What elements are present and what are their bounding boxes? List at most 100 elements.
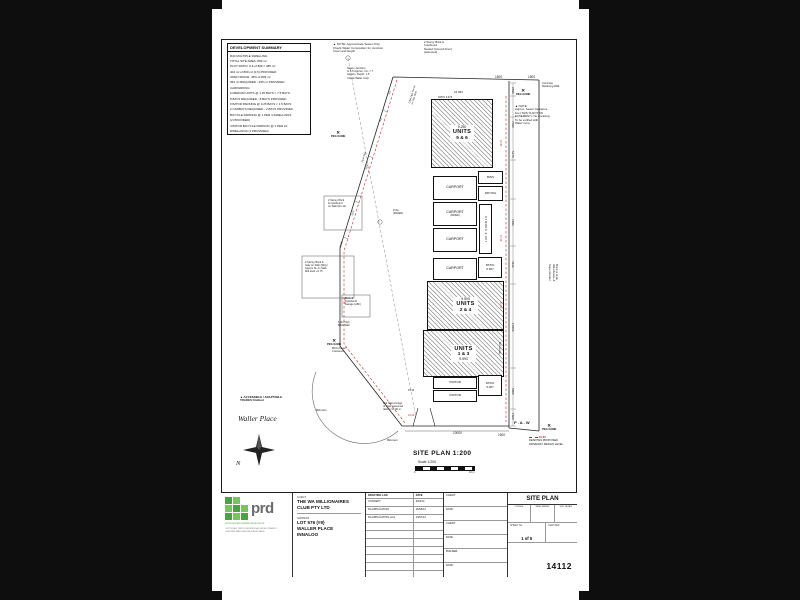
- peg-x-icon: ✕: [521, 88, 526, 93]
- annotation-text: 10000: [453, 431, 462, 435]
- address-line-1: LOT 576 (#9): [297, 520, 325, 526]
- carport-3-label: CARPORT: [446, 237, 464, 242]
- carport-2-sublabel: (PAVED): [450, 213, 460, 217]
- carport-2-label: CARPORT: [446, 209, 464, 214]
- units-5-6-name: UNITS: [452, 129, 472, 136]
- development-summary-line: R40 MULTIPLE DWELLING: [230, 53, 268, 58]
- annotation-text: Driveway: [498, 342, 502, 355]
- title-block-client-cell: CLIENT: THE WA MILLIONAIRES CLUB PTY LTD…: [293, 493, 366, 577]
- bins-label: BINS: [486, 174, 494, 179]
- carport-4: CARPORT: [433, 258, 477, 280]
- development-summary-line: 2 CARBAYS REQUIRED - 2 BAYS PROVIDED: [230, 107, 293, 112]
- address-label: ADDRESS:: [297, 517, 310, 521]
- units-1-3-name: UNITS: [454, 345, 473, 352]
- development-summary-line: TOTAL SITE AREA: 809 m²: [230, 58, 267, 63]
- units-2-4-block: 9.593 UNITS 2 & 4: [427, 281, 504, 330]
- drying-label: DRYING: [484, 190, 497, 195]
- annotation-text: ▲ NOTE: Approx. Sewer clearance line (TH…: [515, 104, 551, 126]
- annotation-text: 7260: [511, 219, 515, 226]
- carport-1: CARPORT: [433, 176, 477, 200]
- annotation-text: 1500: [528, 75, 536, 79]
- development-summary-line: 404 m² of 809 m² (0.5) PROVIDED: [230, 69, 277, 74]
- drafting-log-row: [366, 539, 443, 547]
- north-label: N: [236, 460, 241, 467]
- units-5-6-level: 9.250: [457, 124, 467, 129]
- patio-upper-box: PATIO 9.307: [478, 257, 502, 278]
- info-column: WIND RATING: [531, 505, 555, 522]
- development-summary-line: 8 BAYS REQUIRED - 8 BAYS PROVIDED: [230, 96, 287, 101]
- address-line-3: INNALOO: [297, 531, 319, 537]
- peg-gone-marker: ✕PEG GONE: [331, 130, 346, 139]
- annotation-text: 1500: [511, 413, 515, 420]
- scan-corner-mark: [212, 0, 222, 9]
- annotation-text: Sewer Junction IL 6.5 Approx. Inv: 7.7 A…: [347, 67, 374, 80]
- annotation-text: 4110: [511, 261, 515, 268]
- units-1-3-level: 9.593: [459, 356, 468, 361]
- legend-text: DENOTES PROPOSED DRIVEWAY DESIGN LEVEL: [529, 439, 564, 446]
- job-number: 14112: [546, 561, 572, 571]
- annotation-text: Ref Nail at edge of road assumed datum 1…: [383, 402, 404, 412]
- legend-sample-value: 10.00: [539, 436, 546, 439]
- development-summary-line: 364 m² REQUIRED - 455 m² PROVIDED: [230, 80, 285, 85]
- annotation-text: 2 Storey Brick & Colorbond on Slab (No.1…: [328, 199, 346, 209]
- patio-upper-label: PATIO: [485, 263, 495, 268]
- client-label: CLIENT:: [297, 496, 307, 499]
- driveway-level-legend: 10.00 DENOTES PROPOSED DRIVEWAY DESIGN L…: [529, 436, 581, 446]
- peg-gone-label: PEG GONE: [331, 135, 346, 139]
- annotation-text: P . A . W: [514, 420, 530, 425]
- development-summary-line: DWELLINGS (1 PROVIDED): [230, 128, 269, 133]
- peg-gone-label: PEG GONE: [516, 93, 531, 97]
- development-summary-line: VISITOR BICYCLE PARKING @ 1 PER 10: [230, 123, 288, 128]
- units-2-4-label: 9.593 UNITS 2 & 4: [453, 296, 478, 315]
- stores-box: STORES 9.007: [479, 204, 492, 254]
- development-summary-line: 6 MEDIUM UNITS @ 1.25 BAYS = 7.5 BAYS: [230, 91, 290, 96]
- drafting-log-row: [366, 523, 443, 531]
- units-2-4-level: 9.593: [461, 296, 470, 301]
- drafting-log-row: [366, 547, 443, 555]
- drafting-log-row: [366, 563, 443, 571]
- prd-logo-text: prd: [251, 500, 274, 517]
- signoff-row: DATE:: [444, 507, 507, 522]
- annotation-text: Brick & Colorbond Garage (A6F): [345, 297, 361, 307]
- units-5-6-label: 9.250 UNITS 5 & 6: [449, 124, 475, 143]
- annotation-text: 5170: [511, 151, 515, 158]
- annotation-text: 15.24: [408, 389, 415, 392]
- annotation-text: 10.15: [499, 235, 502, 242]
- visitor-bay-1-label: VISITOR: [449, 380, 461, 385]
- development-summary-line: (2 PROVIDED): [230, 118, 251, 123]
- development-summary-line: CARPARKING:: [230, 85, 251, 90]
- annotation-text: 10 m: [469, 471, 475, 474]
- drafting-log-row: [366, 555, 443, 563]
- development-summary-line: OPEN SPACE: 45% of 809 m²: [230, 75, 271, 80]
- map-ref-label: MAP REF:: [548, 524, 561, 527]
- title-block: prd perthresidentialdevelopments COPYRIG…: [221, 492, 577, 577]
- carport-1-label: CARPORT: [446, 185, 464, 190]
- peg-gone-marker: ✕PEG GONE: [516, 88, 531, 97]
- annotation-text: Brick Paved Crossover: [332, 347, 346, 354]
- prd-logo-icon: [225, 497, 248, 520]
- units-1-3-block: UNITS 1 & 3 9.593: [423, 330, 504, 377]
- sheet-title: SITE PLAN: [508, 493, 577, 505]
- annotation-text: 10.42: [499, 140, 502, 147]
- annotation-text: PATIO 9.378: [438, 96, 453, 99]
- plan-scale-text: Scale 1:200: [418, 460, 436, 464]
- patio-lower-box: PATIO 9.007: [478, 375, 502, 396]
- development-summary-line: VISITOR PARKING @ 0.25 BAYS = 1.5 BAYS: [230, 102, 292, 107]
- annotation-text: 10.00: [408, 414, 415, 417]
- title-block-signoff-cell: CLIENT:DATE:CLIENT:DATE:BUILDER:DATE:: [444, 493, 508, 577]
- annotation-text: 7060: [511, 121, 515, 128]
- peg-gone-label: PEG GONE: [327, 343, 342, 347]
- units-5-6-num: 5 & 6: [456, 135, 468, 141]
- sheet-number-label: SHEET No.: [510, 524, 523, 527]
- prd-tagline: perthresidentialdevelopments: [225, 522, 265, 525]
- signoff-row: DATE:: [444, 563, 507, 577]
- scan-corner-mark: [579, 0, 589, 9]
- client-name-line-1: THE WA MILLIONAIRES: [297, 499, 349, 504]
- drawing-sheet: DEVELOPMENT SUMMARY R40 MULTIPLE DWELLIN…: [212, 0, 589, 600]
- drafting-log-header: DRAFTING LOG DATE: [366, 493, 443, 499]
